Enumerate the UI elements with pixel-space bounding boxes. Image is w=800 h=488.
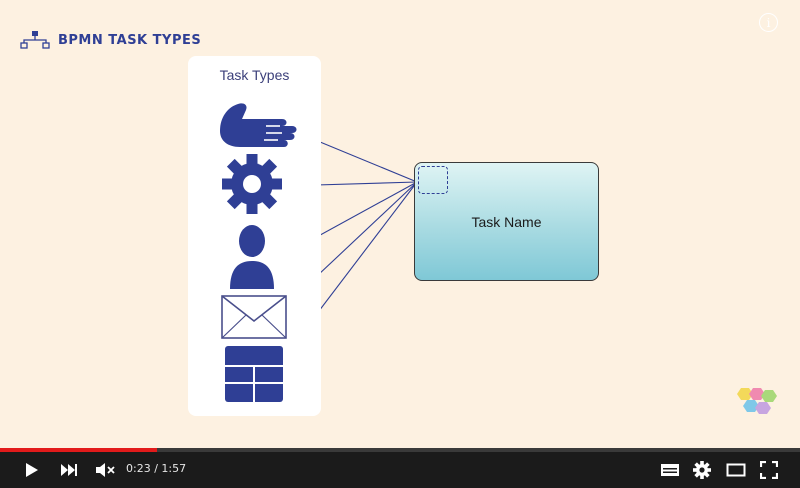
user-icon bbox=[230, 225, 274, 289]
task-label: Task Name bbox=[471, 214, 542, 230]
brand: BPMN TASK TYPES bbox=[20, 30, 201, 50]
volume-muted-icon[interactable] bbox=[95, 462, 115, 478]
time-display: 0:23 / 1:57 bbox=[126, 462, 186, 475]
bpmn-logo-icon bbox=[20, 31, 50, 49]
connector-lines bbox=[270, 129, 418, 358]
time-current: 0:23 bbox=[126, 462, 151, 475]
panel-title: Task Types bbox=[219, 67, 290, 83]
control-bar: 0:23 / 1:57 bbox=[0, 452, 800, 488]
subtitles-icon[interactable] bbox=[660, 463, 680, 477]
brand-title: BPMN TASK TYPES bbox=[58, 32, 202, 48]
envelope-icon bbox=[221, 295, 287, 339]
next-icon[interactable] bbox=[60, 463, 78, 477]
play-icon[interactable] bbox=[24, 462, 40, 478]
progress-played bbox=[0, 448, 157, 452]
info-icon[interactable]: i bbox=[759, 13, 778, 32]
task-type-marker bbox=[418, 166, 448, 194]
progress-bar[interactable] bbox=[0, 448, 800, 452]
theater-mode-icon[interactable] bbox=[726, 463, 746, 477]
fullscreen-icon[interactable] bbox=[760, 461, 778, 479]
time-separator: / bbox=[150, 462, 162, 475]
hand-icon bbox=[220, 103, 297, 147]
video-frame[interactable]: BPMN TASK TYPES i Task Types bbox=[0, 0, 800, 448]
gear-task-icon bbox=[222, 154, 282, 214]
settings-gear-icon[interactable] bbox=[693, 461, 711, 479]
task-box: Task Name bbox=[414, 162, 599, 281]
table-icon bbox=[225, 346, 283, 402]
hexagon-logo-icon bbox=[737, 388, 777, 414]
time-total: 1:57 bbox=[161, 462, 187, 475]
